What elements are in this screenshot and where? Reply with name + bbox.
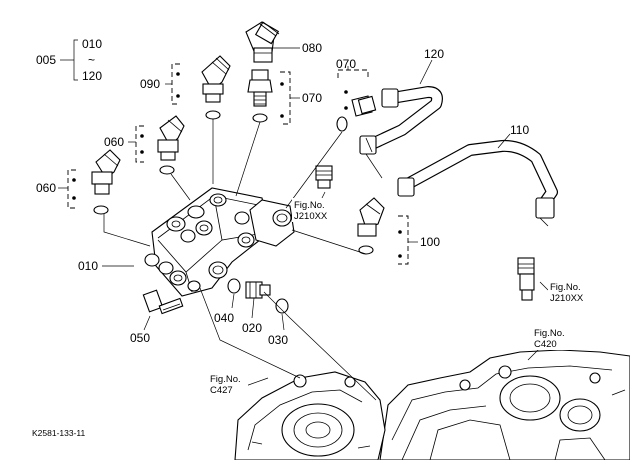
fig-ref-c420-title: Fig.No.: [534, 328, 565, 339]
label-030: 030: [268, 333, 288, 347]
angled-fitting-060-upper: [157, 115, 185, 175]
hydraulic-pipe-120: [359, 86, 443, 155]
bolt-050: [142, 289, 184, 315]
label-040: 040: [214, 311, 234, 325]
label-020: 020: [242, 321, 262, 335]
label-090: 090: [140, 77, 160, 91]
fig-ref-c427-code: C427: [210, 385, 233, 396]
label-005: 005: [36, 53, 56, 67]
label-080: 080: [302, 41, 322, 55]
fig-ref-j210-right-code: J210XX: [550, 293, 584, 304]
label-range-tilde: ~: [88, 53, 95, 67]
hydraulic-pipe-110: [397, 139, 558, 227]
label-010: 010: [78, 259, 98, 273]
angled-fitting-060-lower: [91, 149, 121, 215]
o-ring-030: [275, 298, 289, 314]
straight-fitting-070-right: [336, 95, 377, 132]
connector-j210-left: [315, 165, 333, 189]
fig-ref-c427-title: Fig.No.: [210, 374, 241, 385]
label-120: 120: [424, 47, 444, 61]
label-110: 110: [510, 123, 529, 137]
part-labels: 005 010 ~ 120 080 090 070 070 120 060 06…: [36, 37, 529, 347]
connector-j210-right: [517, 257, 535, 301]
plug-020: [245, 281, 271, 299]
label-060-upper: 060: [104, 135, 124, 149]
figure-references: Fig.No. J210XX Fig.No. J210XX Fig.No. C4…: [208, 198, 590, 396]
label-070-upper: 070: [302, 91, 322, 105]
label-070-right: 070: [336, 57, 356, 71]
fig-ref-j210-left-title: Fig.No.: [294, 200, 325, 211]
label-060-lower: 060: [36, 181, 56, 195]
drawing-code: K2581-133-11: [32, 428, 86, 438]
label-100: 100: [420, 235, 440, 249]
label-050: 050: [130, 331, 150, 345]
elbow-fitting-100: [357, 197, 385, 255]
angled-fitting-090: [201, 55, 231, 120]
label-120-range-end: 120: [82, 69, 102, 83]
straight-fitting-070-upper: [247, 69, 273, 123]
control-valve-body: [144, 187, 271, 297]
fig-ref-j210-right-title: Fig.No.: [550, 282, 581, 293]
label-010-range-start: 010: [82, 37, 102, 51]
elbow-fitting-080: [245, 21, 280, 63]
valve-port-block: [249, 199, 295, 247]
front-housing: [234, 371, 386, 460]
o-ring-040: [227, 278, 241, 294]
fig-ref-j210-left-code: J210XX: [294, 211, 328, 222]
transmission-case: [379, 349, 630, 460]
fig-ref-c420-code: C420: [534, 339, 557, 350]
